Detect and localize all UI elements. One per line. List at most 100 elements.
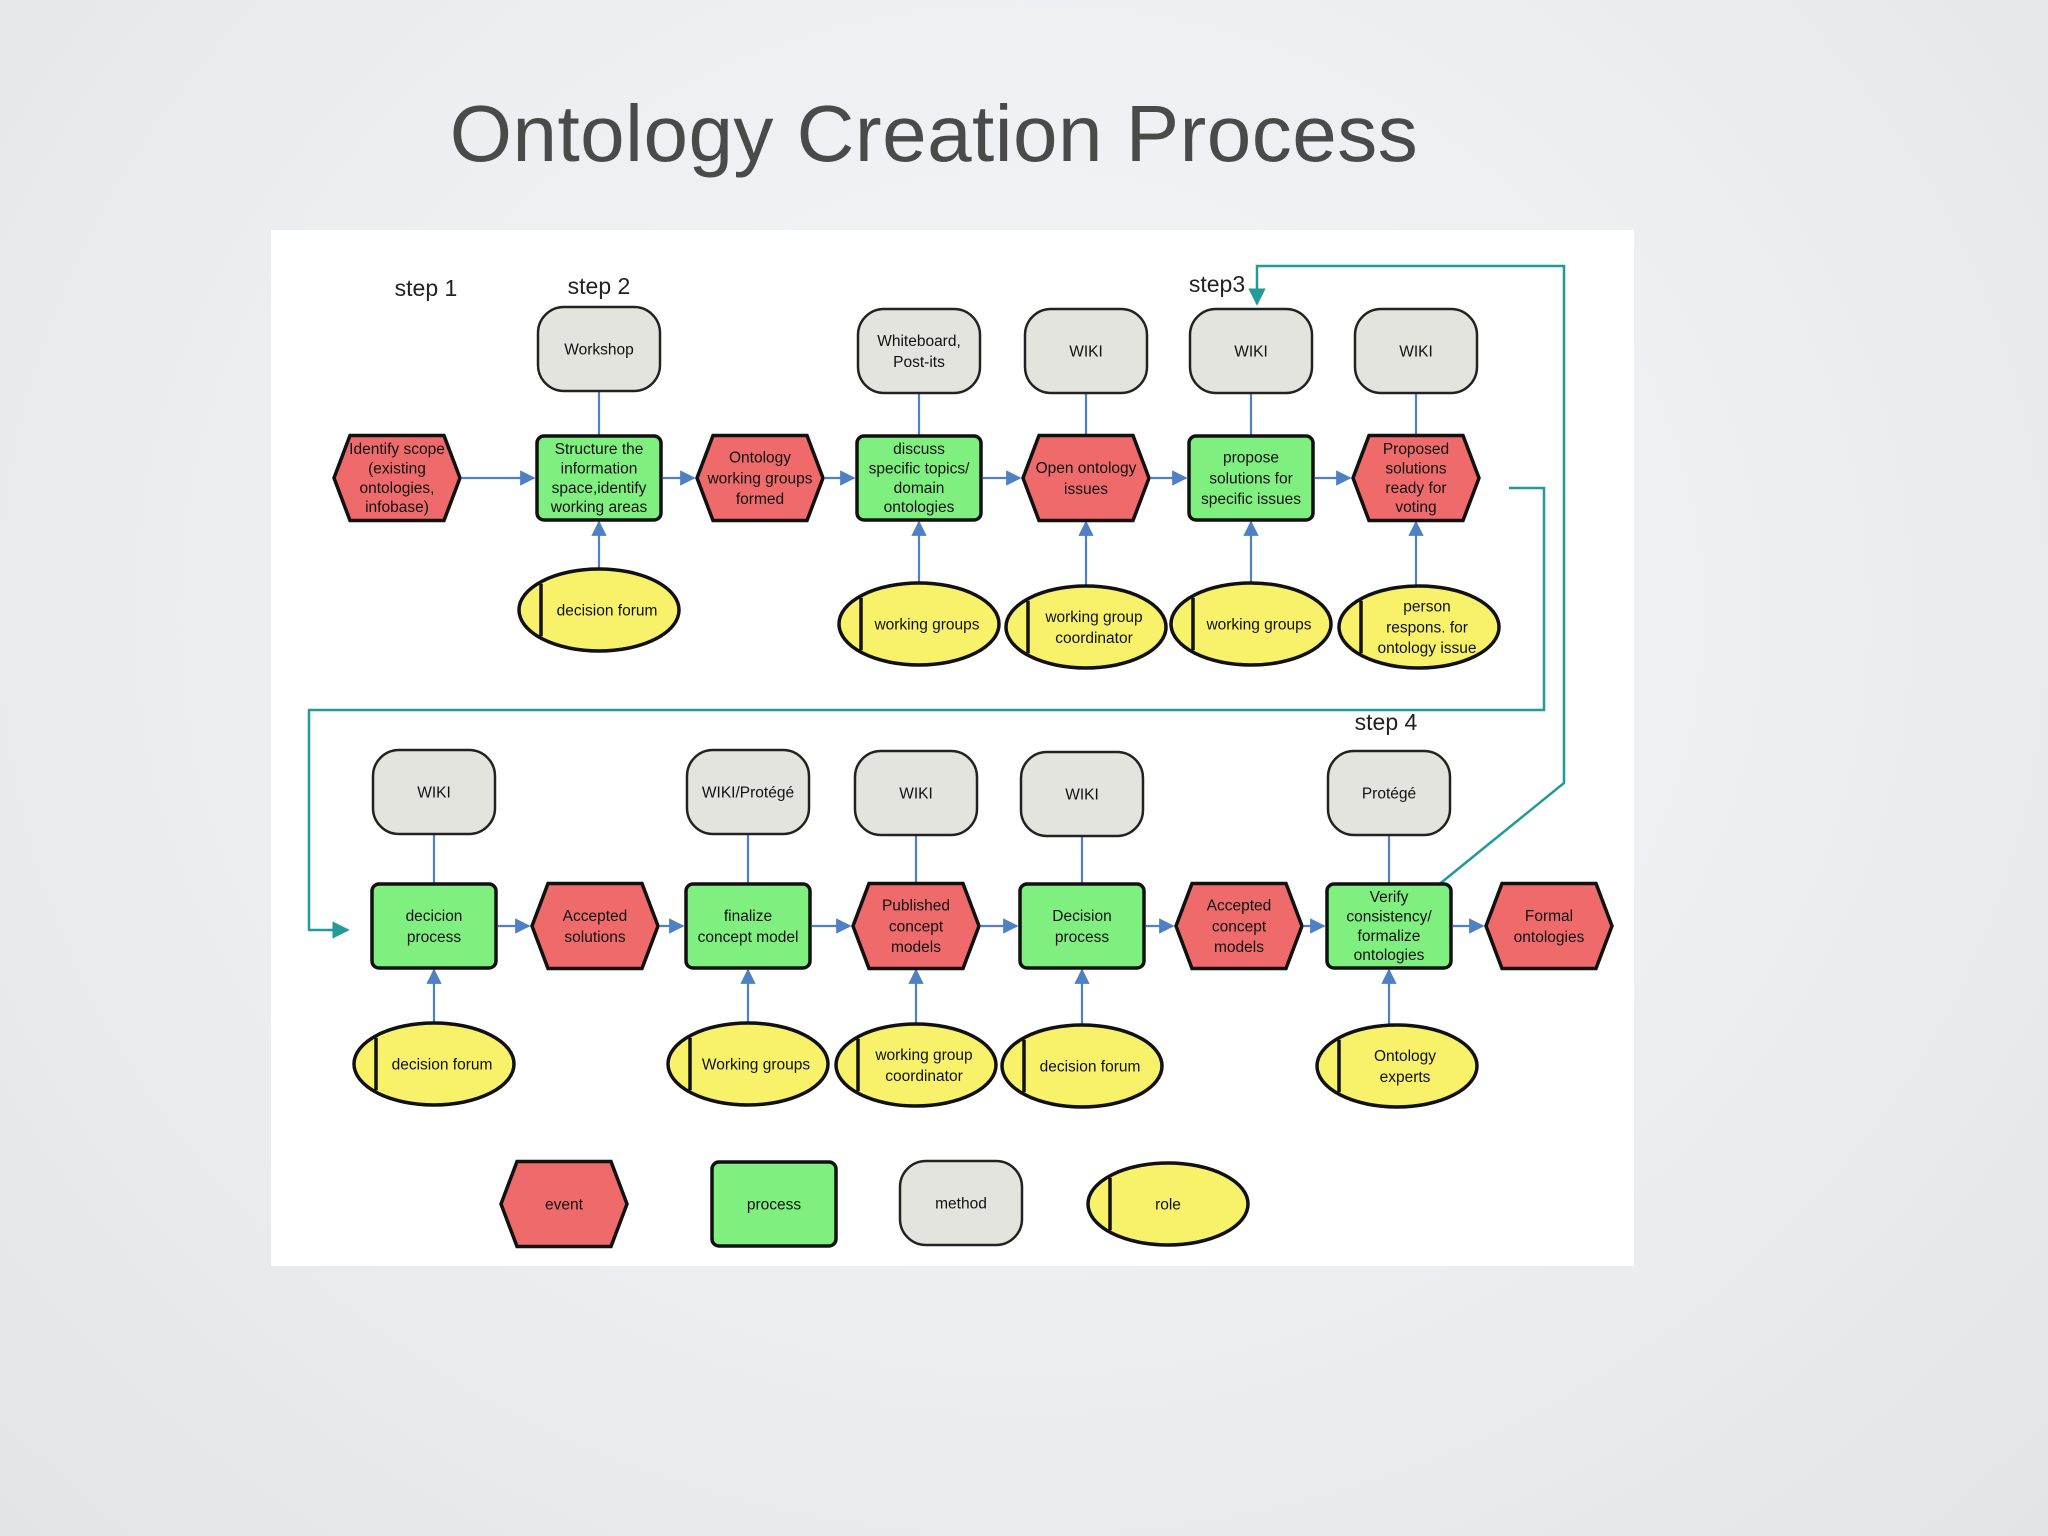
formal-ontologies-text: ontologies — [1514, 929, 1585, 946]
m-wiki-2-node: WIKI — [1188, 307, 1314, 395]
discuss-topics-text: specific topics/ — [869, 460, 970, 477]
open-issues-text: Open ontology — [1036, 460, 1137, 477]
propose-solutions-text: specific issues — [1201, 491, 1301, 508]
finalize-model-shape — [684, 882, 812, 970]
accepted-models-text: models — [1214, 939, 1264, 956]
m-protege-text: Protégé — [1362, 785, 1416, 802]
r-wg-coordinator-2-text: coordinator — [885, 1068, 963, 1085]
structure-space-shape — [535, 434, 663, 522]
open-issues-text: issues — [1064, 481, 1108, 498]
m-protege-node: Protégé — [1326, 749, 1452, 837]
legend-role-text: role — [1155, 1196, 1181, 1213]
step-3-label: step3 — [1189, 271, 1245, 297]
wg-formed-text: working groups — [706, 470, 812, 487]
step-4-label: step 4 — [1355, 709, 1418, 735]
decision-process-1-text: decicion — [406, 908, 463, 925]
wg-formed-shape — [695, 433, 825, 523]
r-decision-forum-2-text: decision forum — [392, 1056, 493, 1073]
verify-consistency-text: formalize — [1358, 928, 1421, 945]
legend-method-text: method — [935, 1195, 987, 1212]
accepted-models-shape — [1174, 881, 1304, 971]
legend-process-shape — [710, 1160, 838, 1248]
formal-ontologies-shape — [1484, 881, 1614, 971]
m-protege-shape — [1326, 749, 1452, 837]
r-working-groups-3-shape — [666, 1021, 830, 1107]
legend-role-shape — [1086, 1161, 1250, 1247]
m-wiki-4-node: WIKI — [371, 748, 497, 836]
verify-consistency-text: consistency/ — [1346, 908, 1432, 925]
r-working-groups-1-shape — [837, 581, 1001, 667]
decision-process-1-shape — [370, 882, 498, 970]
m-whiteboard-shape — [856, 307, 982, 395]
accepted-solutions-text: solutions — [564, 929, 625, 946]
discuss-topics-shape — [855, 434, 983, 522]
propose-solutions-shape — [1187, 434, 1315, 522]
m-workshop-text: Workshop — [564, 341, 634, 358]
discuss-topics-text: ontologies — [884, 499, 955, 516]
r-working-groups-2-node: working groups — [1169, 581, 1333, 667]
m-wiki-protege-shape — [685, 748, 811, 836]
legend-method-shape — [898, 1159, 1024, 1247]
open-issues-node: Open ontology issues — [1021, 433, 1151, 523]
r-decision-forum-3-text: decision forum — [1040, 1058, 1141, 1075]
wg-formed-text: formed — [736, 491, 784, 508]
m-workshop-node: Workshop — [536, 305, 662, 393]
r-working-groups-2-shape — [1169, 581, 1333, 667]
identify-scope-shape — [332, 433, 462, 523]
identify-scope-text: ontologies, — [360, 480, 435, 497]
formal-ontologies-text: Formal — [1525, 908, 1573, 925]
r-wg-coordinator-2-node: working group coordinator — [834, 1022, 998, 1108]
m-wiki-3-shape — [1353, 307, 1479, 395]
m-wiki-6-node: WIKI — [1019, 750, 1145, 838]
published-models-text: models — [891, 939, 941, 956]
r-working-groups-3-text: Working groups — [702, 1056, 811, 1073]
accepted-solutions-text: Accepted — [563, 908, 628, 925]
decision-process-2-shape — [1018, 882, 1146, 970]
r-wg-coordinator-1-shape — [1004, 584, 1168, 670]
legend-process: process — [710, 1160, 838, 1248]
identify-scope-node: Identify scope(existingontologies,infoba… — [332, 433, 462, 523]
decision-process-2-text: process — [1055, 929, 1110, 946]
r-wg-coordinator-2-text: working group — [874, 1047, 972, 1064]
structure-space-text: information — [561, 460, 638, 477]
r-person-respons-shape — [1337, 584, 1501, 670]
m-whiteboard-text: Post-its — [893, 354, 945, 371]
verify-consistency-shape — [1325, 882, 1453, 970]
r-wg-coordinator-1-text: coordinator — [1055, 630, 1133, 647]
proposed-ready-text: voting — [1395, 499, 1436, 516]
finalize-model-text: finalize — [724, 908, 772, 925]
r-ontology-experts-shape — [1315, 1023, 1479, 1109]
r-decision-forum-2-node: decision forum — [352, 1021, 516, 1107]
discuss-topics-text: discuss — [893, 441, 945, 458]
formal-ontologies-node: Formal ontologies — [1484, 881, 1614, 971]
identify-scope-text: infobase) — [365, 499, 429, 516]
m-workshop-shape — [536, 305, 662, 393]
m-whiteboard-text: Whiteboard, — [877, 333, 961, 350]
published-models-text: concept — [889, 918, 944, 935]
step-2-label: step 2 — [568, 273, 631, 299]
m-wiki-6-text: WIKI — [1065, 786, 1099, 803]
diagram-nodes: Identify scope(existingontologies,infoba… — [332, 305, 1614, 1249]
structure-space-text: working areas — [550, 499, 648, 516]
m-wiki-6-shape — [1019, 750, 1145, 838]
legend-event-shape — [499, 1159, 629, 1249]
verify-consistency-text: ontologies — [1354, 947, 1425, 964]
flow-edges — [426, 391, 1485, 1025]
m-wiki-1-shape — [1023, 307, 1149, 395]
m-whiteboard-node: Whiteboard, Post-its — [856, 307, 982, 395]
r-working-groups-1-text: working groups — [873, 616, 979, 633]
finalize-model-text: concept model — [698, 929, 799, 946]
step-1-label: step 1 — [395, 275, 458, 301]
structure-space-text: space,identify — [552, 480, 647, 497]
r-decision-forum-1-shape — [517, 567, 681, 653]
